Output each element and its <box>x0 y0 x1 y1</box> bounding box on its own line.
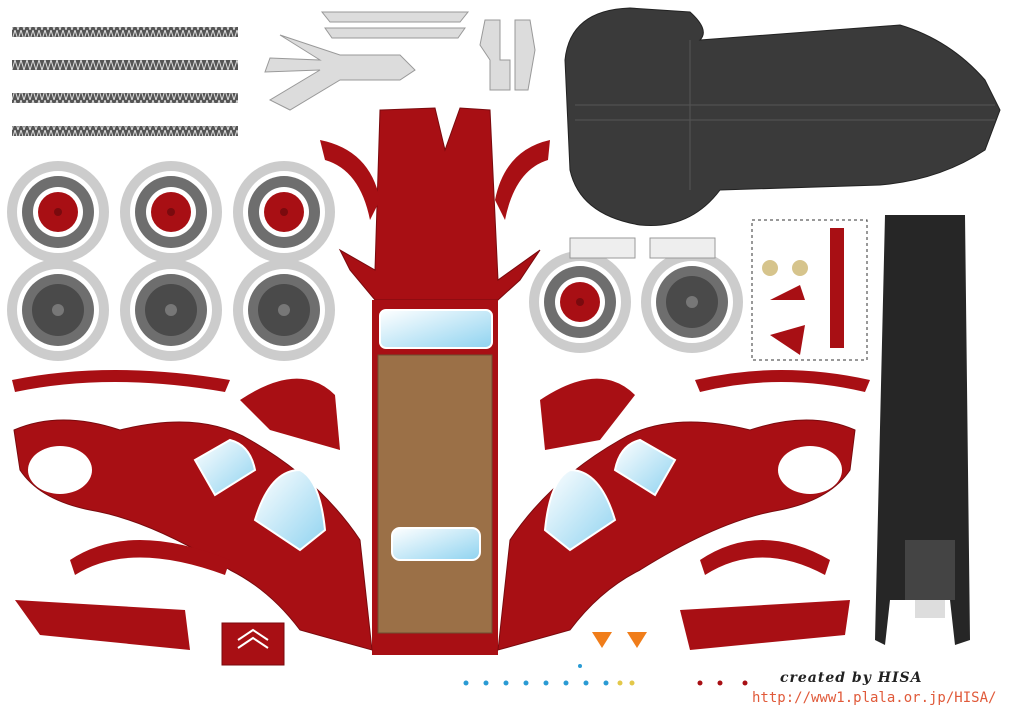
chassis-frame <box>875 215 970 645</box>
wheels <box>7 161 743 361</box>
fenders <box>12 370 870 650</box>
wheel-grey <box>641 251 743 353</box>
hood-panel <box>320 107 550 301</box>
body-side-right <box>497 419 856 651</box>
alignment-dots <box>463 664 748 686</box>
tread-strips <box>12 27 238 136</box>
credit-text: created by HISA <box>780 670 923 686</box>
wheel-grey <box>7 259 109 361</box>
turn-signal-arrows <box>592 632 647 648</box>
roof-panel <box>564 7 1001 227</box>
wheel-red <box>529 251 631 353</box>
floor-panel <box>372 300 498 655</box>
grille-part <box>221 622 285 666</box>
small-parts <box>569 219 868 361</box>
wheel-red <box>120 161 222 263</box>
wheel-red <box>7 161 109 263</box>
site-url[interactable]: http://www1.plala.or.jp/HISA/ <box>752 690 997 706</box>
wheel-red <box>233 161 335 263</box>
wheel-grey <box>233 259 335 361</box>
body-side-left <box>13 419 373 651</box>
bumper-parts <box>264 11 536 111</box>
wheel-grey <box>120 259 222 361</box>
